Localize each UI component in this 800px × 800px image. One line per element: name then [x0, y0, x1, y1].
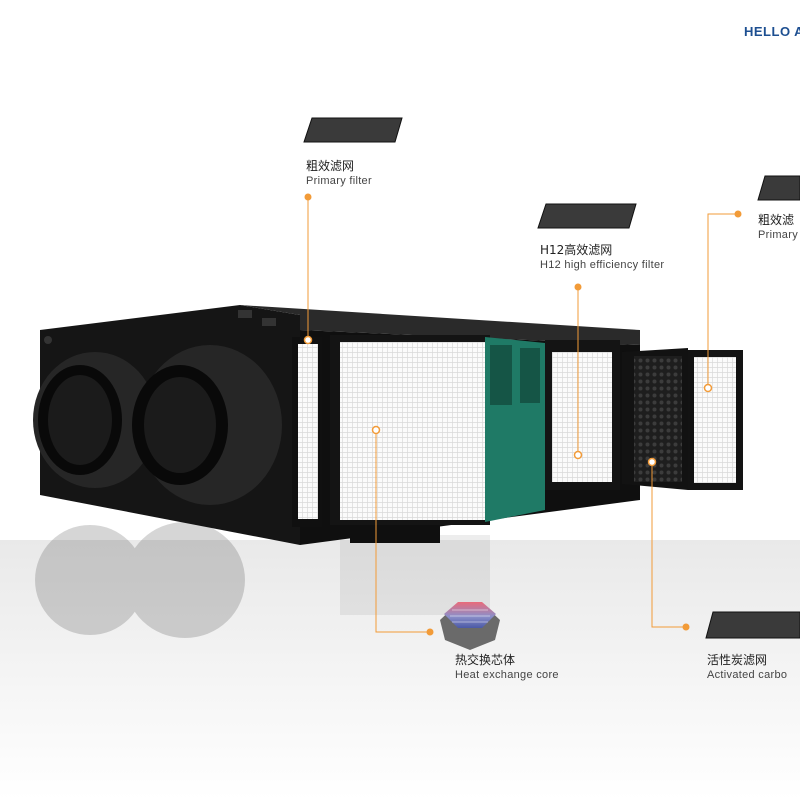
- duct-collar-right: [132, 345, 282, 505]
- callout-plate-primary: [303, 117, 403, 143]
- primary-filter-left: [292, 337, 322, 527]
- anchor-dot: [303, 335, 313, 345]
- callout-plate-carbon: [705, 611, 800, 639]
- label-cn: 粗效滤: [758, 213, 795, 227]
- label-h12-filter: H12高效滤网 H12 high efficiency filter: [540, 242, 664, 273]
- duct-collar-left: [33, 352, 157, 488]
- leader-dot: [734, 210, 742, 218]
- label-en: H12 high efficiency filter: [540, 259, 665, 271]
- activated-carbon-filter: [622, 348, 688, 490]
- anchor-dot: [573, 450, 583, 460]
- callout-plate-h12: [537, 203, 637, 229]
- label-cn: 热交换芯体: [455, 653, 516, 667]
- label-cn: 粗效滤网: [306, 159, 355, 173]
- label-primary-filter-right: 粗效滤 Primary: [758, 212, 798, 243]
- leader-line-core: [375, 430, 430, 633]
- heat-exchange-core-icon: [440, 602, 500, 650]
- label-en: Primary: [758, 229, 798, 241]
- anchor-dot: [647, 457, 657, 467]
- anchor-dot: [371, 425, 381, 435]
- leader-line-carbon: [651, 462, 686, 628]
- brand-logo: HELLO A: [744, 24, 800, 39]
- primary-filter-right: [688, 350, 743, 490]
- label-primary-filter: 粗效滤网 Primary filter: [306, 158, 372, 189]
- anchor-dot: [703, 383, 713, 393]
- h12-filter: [545, 340, 620, 502]
- leader-dot: [574, 283, 582, 291]
- label-heat-exchange-core: 热交换芯体 Heat exchange core: [455, 652, 559, 683]
- label-en: Primary filter: [306, 175, 372, 187]
- label-cn: 活性炭滤网: [707, 653, 768, 667]
- label-activated-carbon: 活性炭滤网 Activated carbo: [707, 652, 787, 683]
- heat-exchange-core: [330, 335, 545, 543]
- callout-plate-primary-right: [757, 175, 800, 201]
- leader-line-primary-right: [707, 213, 738, 388]
- label-en: Activated carbo: [707, 669, 788, 681]
- leader-dot: [304, 193, 312, 201]
- leader-dot: [426, 628, 434, 636]
- leader-dot: [682, 623, 690, 631]
- label-cn: H12高效滤网: [540, 243, 613, 257]
- label-en: Heat exchange core: [455, 669, 559, 681]
